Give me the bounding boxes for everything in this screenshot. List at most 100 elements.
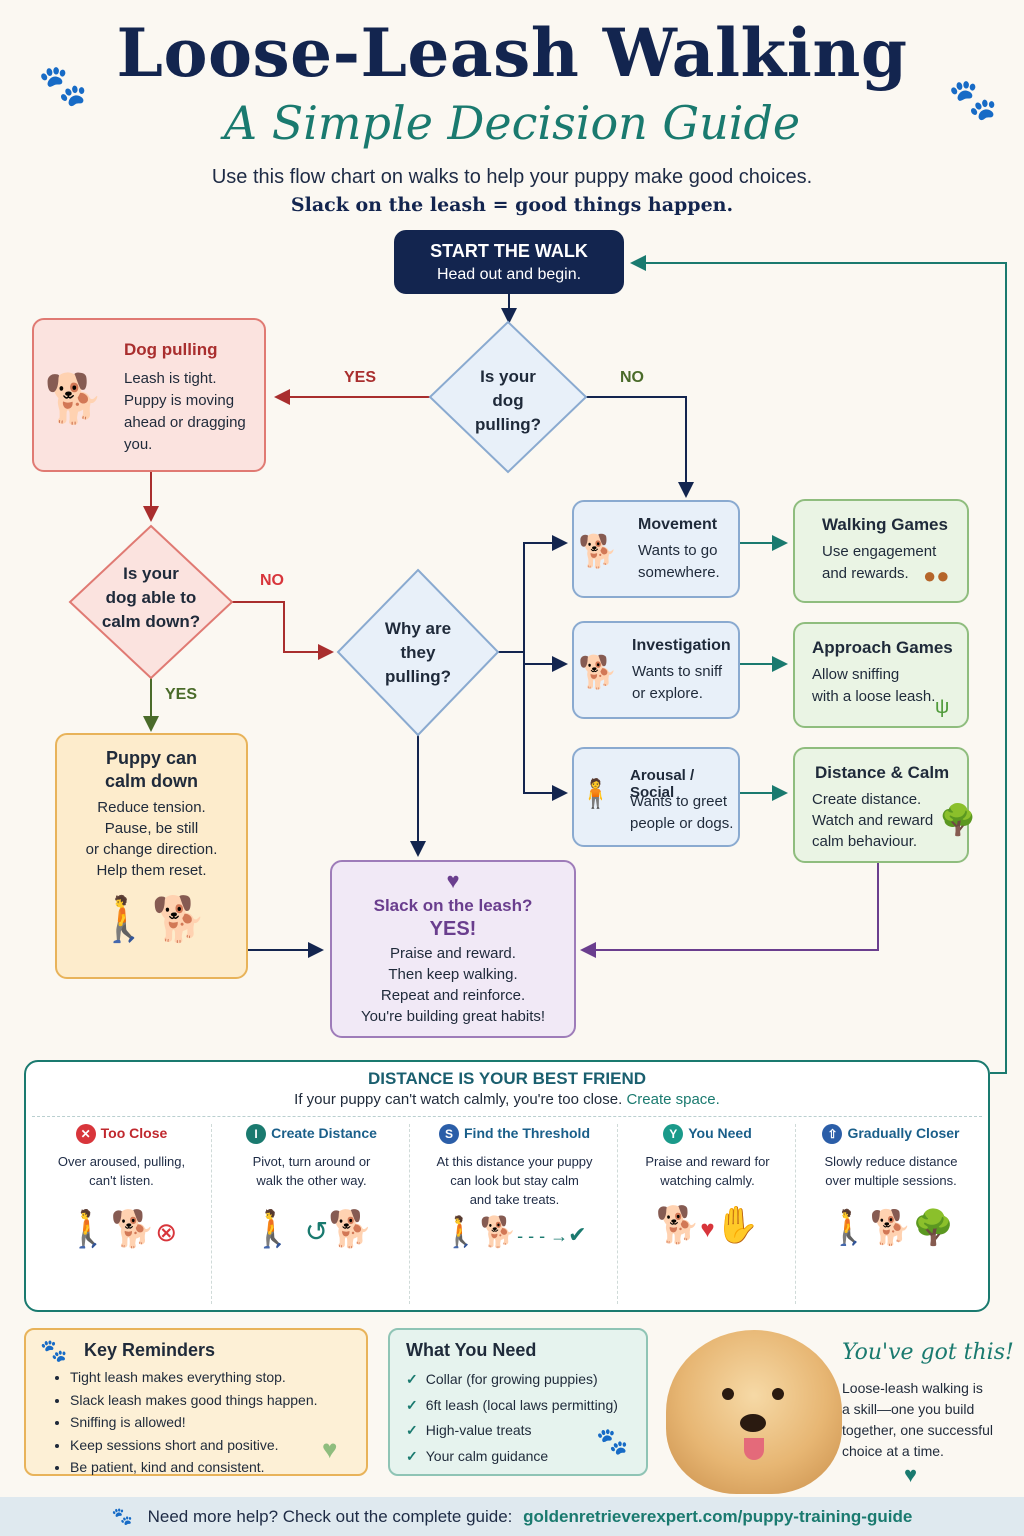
investigation-text: Wants to sniff or explore. [632,661,722,705]
treats-icon: ●● [923,563,950,588]
tree-icon: 🌳 [939,804,977,837]
reminders-list: Tight leash makes everything stop. Slack… [70,1366,318,1479]
distance-panel-title: DISTANCE IS YOUR BEST FRIEND [367,1069,646,1088]
paw-print-icon: 🐾 [596,1426,629,1456]
y-badge-icon: Y [663,1124,684,1144]
dog-pulling-text: Leash is tight. Puppy is moving ahead or… [124,368,264,456]
column-title-text: Gradually Closer [847,1125,960,1141]
text-line: Pivot, turn around or [252,1154,371,1169]
approach-games-text: Allow sniffing with a loose leash. [812,664,935,708]
text-line: Pause, be still [104,820,199,837]
heart-icon: ♥ [904,1462,918,1487]
paw-print-icon: 🐾 [40,1338,68,1363]
s-badge-icon: S [439,1124,459,1144]
list-item: Slack leash makes good things happen. [70,1389,318,1412]
paw-print-icon: 🐾 [38,64,88,108]
text-line: can look but stay calm [450,1173,579,1188]
info-badge-icon: I [246,1124,267,1144]
page-subtitle: A Simple Decision Guide [223,96,801,150]
title-line: Puppy can [105,748,198,768]
decision-calm: Is your dog able to calm down? [86,562,216,634]
subtitle-text: If your puppy can't watch calmly, you're… [294,1091,623,1108]
start-text: Head out and begin. [436,266,582,283]
dog-pulling-box: 🐕 Dog pulling Leash is tight. Puppy is m… [32,318,266,472]
text-line: people or dogs. [630,815,734,832]
puppy-nose [740,1414,766,1432]
no-label: NO [260,572,284,589]
slack-leash-box: ♥ Slack on the leash? YES! Praise and re… [330,860,576,1038]
puppy-on-leash-icon: 🐕 [44,373,104,426]
sitting-puppy-icon: 🚶🐕 [96,895,207,944]
check-icon: ✓ [406,1447,418,1464]
item-text: High-value treats [425,1422,532,1438]
check-icon: ✓ [406,1371,418,1387]
arousal-box: 🧍 Arousal / Social Wants to greet people… [572,747,740,847]
puppy-calm-title: Puppy can calm down [57,747,246,793]
column-title-text: Find the Threshold [464,1125,590,1141]
slack-title: Slack on the leash? [373,896,533,915]
decision-why: Why are they pulling? [358,617,478,689]
distance-calm-text: Create distance. Watch and reward calm b… [812,789,933,852]
text-line: can't listen. [89,1173,154,1188]
golden-retriever-puppy-image [666,1330,842,1494]
text-line: Repeat and reinforce. [380,987,526,1004]
text-line: Puppy is moving [124,392,235,409]
text-line: with a loose leash. [812,688,936,705]
text-line: or change direction. [85,841,218,858]
text-line: Allow sniffing [812,666,900,683]
walking-toward-tree-icon: 🚶🐕🌳 [827,1209,955,1247]
list-item: ✓ Collar (for growing puppies) [406,1368,618,1391]
footer-text: Need more help? Check out the complete g… [147,1507,513,1526]
text-line: Praise and reward for [645,1154,770,1169]
decision-pulling: Is your dog pulling? [448,365,568,437]
text-line: walk the other way. [256,1173,367,1188]
text-line: Reduce tension. [97,799,206,816]
item-text: Collar (for growing puppies) [425,1371,598,1387]
title-line: calm down [104,771,198,791]
guide-link[interactable]: goldenretrieverexpert.com/puppy-training… [523,1507,913,1526]
text-line: ahead or dragging [124,414,246,431]
text-line: Wants to greet [630,793,727,810]
text-line: Praise and reward. [390,945,516,962]
closing-text: Loose-leash walking is a skill—one you b… [842,1378,993,1462]
list-item: ✓Your calm guidance [406,1445,618,1468]
decision-text: Is your [480,367,536,386]
dog-pulling-title: Dog pulling [124,340,218,359]
distance-panel: DISTANCE IS YOUR BEST FRIEND If your pup… [24,1060,990,1312]
tagline: Slack on the leash = good things happen. [290,194,734,216]
puppy-calm-box: Puppy can calm down Reduce tension. Paus… [55,733,248,979]
check-icon: ✓ [406,1396,418,1413]
column-title-text: Too Close [100,1125,168,1141]
intro-text: Use this flow chart on walks to help you… [211,166,813,188]
puppy-calm-text: Reduce tension. Pause, be still or chang… [57,797,246,881]
check-icon: ✓ [406,1422,418,1438]
movement-text: Wants to go somewhere. [638,540,720,584]
grass-icon: ψ [935,696,950,718]
text-line: Then keep walking. [388,966,518,983]
need-list: ✓ Collar (for growing puppies) ✓6ft leash… [406,1368,618,1467]
decision-text: Is your [123,564,179,583]
panel-divider [32,1116,982,1117]
list-item: ✓6ft leash (local laws permitting) [406,1394,618,1417]
reminders-title: Key Reminders [84,1340,216,1360]
distance-calm-box: Distance & Calm Create distance. Watch a… [793,747,976,863]
text-line: somewhere. [638,564,720,581]
text-line: calm behaviour. [812,833,918,850]
distance-panel-subtitle: If your puppy can't watch calmly, you're… [26,1091,988,1108]
text-line: Wants to go [638,542,718,559]
decision-text: dog [492,391,524,410]
puppy-reward-icon: 🐕♥✋ [655,1204,760,1245]
footer-bar: 🐾 Need more help? Check out the complete… [0,1497,1024,1536]
yes-label: YES [344,369,377,386]
subtitle-accent: Create space. [626,1091,720,1108]
heart-icon: ♥ [446,868,460,893]
list-item: ✓ High-value treats [406,1419,618,1442]
yes-label: YES [165,686,198,703]
text-line: or explore. [632,685,703,702]
lock-badge-icon: ⇧ [822,1124,843,1144]
text-line: Help them reset. [96,862,207,879]
